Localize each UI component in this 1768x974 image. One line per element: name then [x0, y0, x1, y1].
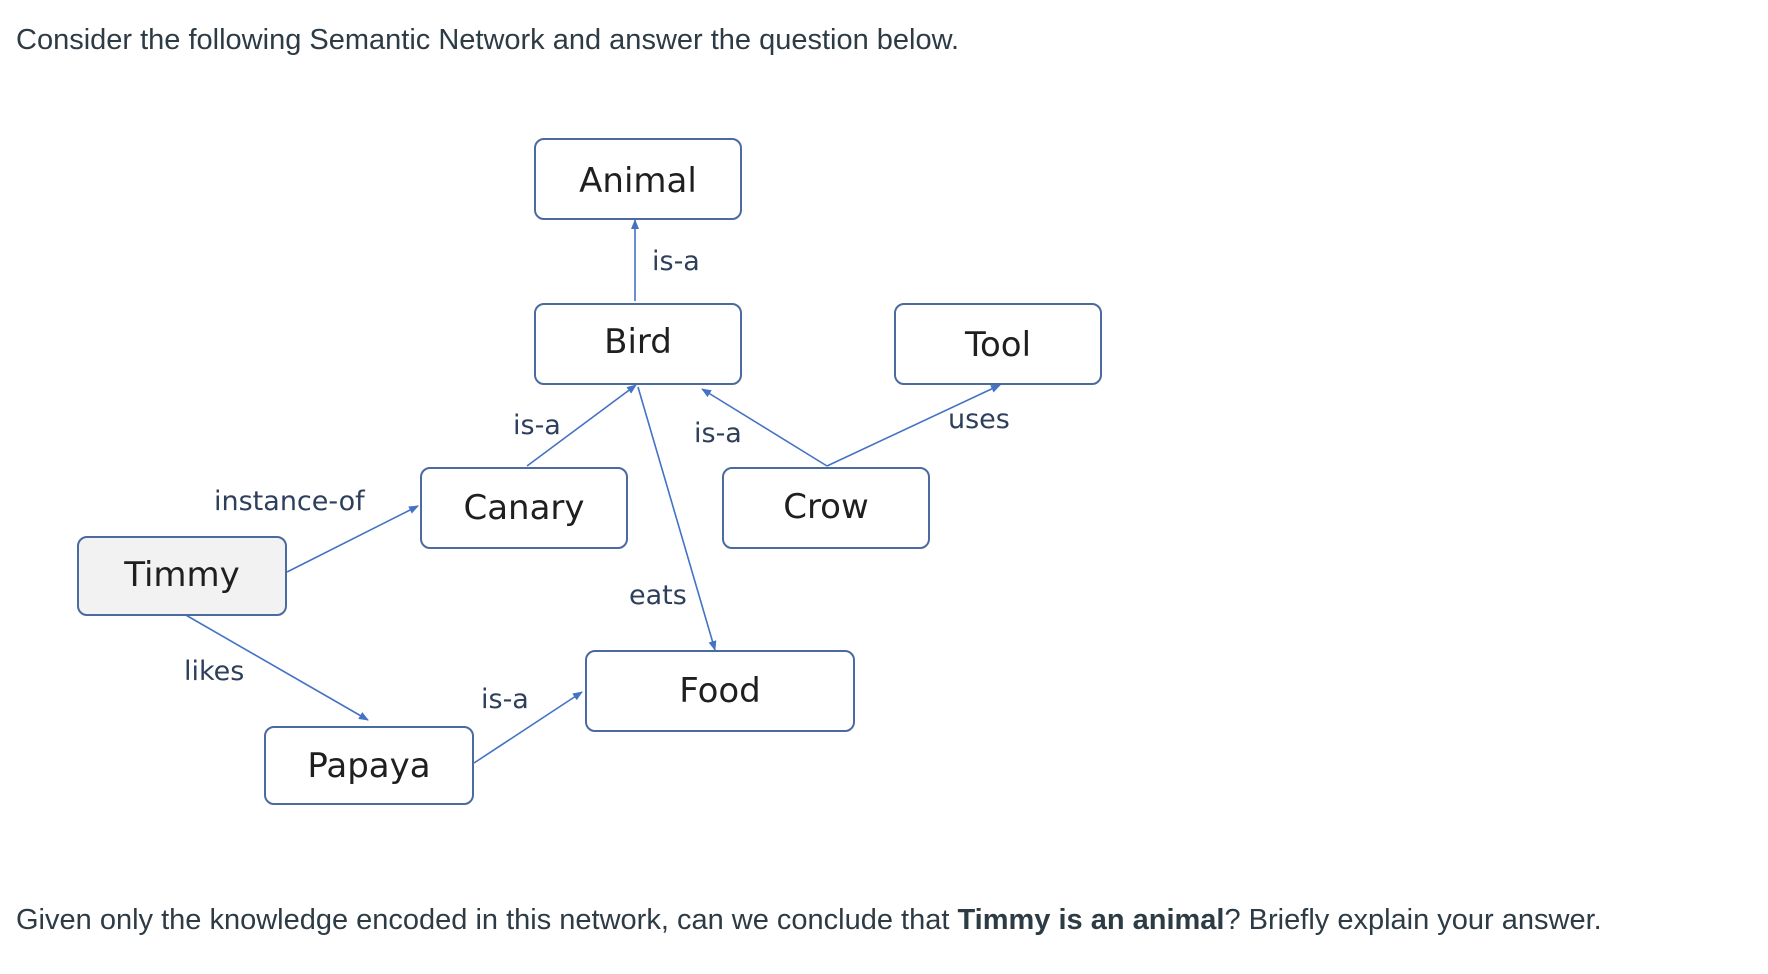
question-prompt-end: ? Briefly explain your answer. — [1224, 904, 1602, 936]
node-crow: Crow — [722, 467, 930, 549]
node-label-canary: Canary — [463, 488, 584, 528]
node-bird: Bird — [534, 303, 742, 385]
question-prompt-start: Given only the knowledge encoded in this… — [16, 904, 958, 936]
question-intro: Consider the following Semantic Network … — [16, 24, 960, 56]
edge-label-papaya-food: is-a — [481, 684, 529, 715]
node-animal: Animal — [534, 138, 742, 220]
node-label-food: Food — [679, 671, 761, 711]
edge-label-bird-food: eats — [629, 580, 687, 611]
node-label-tool: Tool — [964, 325, 1031, 365]
edge-label-bird-animal: is-a — [652, 246, 700, 277]
edge-canary-is-a-bird: is-a — [513, 384, 637, 467]
node-label-animal: Animal — [579, 161, 697, 201]
node-label-bird: Bird — [604, 322, 672, 362]
edge-label-timmy-papaya: likes — [184, 656, 244, 687]
edge-timmy-instance-of-canary: instance-of — [214, 486, 419, 573]
question-prompt: Given only the knowledge encoded in this… — [16, 902, 1602, 938]
edge-crow-uses-tool: uses — [826, 384, 1010, 467]
edge-bird-is-a-animal: is-a — [631, 219, 700, 301]
edge-timmy-likes-papaya: likes — [183, 613, 369, 721]
node-papaya: Papaya — [264, 726, 474, 805]
edge-bird-eats-food: eats — [629, 386, 717, 651]
node-label-papaya: Papaya — [307, 746, 430, 786]
node-canary: Canary — [420, 467, 628, 549]
node-label-timmy: Timmy — [123, 555, 240, 595]
edge-label-crow-bird: is-a — [694, 418, 742, 449]
edge-papaya-is-a-food: is-a — [473, 684, 583, 764]
node-label-crow: Crow — [783, 487, 869, 527]
edge-label-crow-tool: uses — [948, 404, 1010, 435]
node-food: Food — [585, 650, 855, 732]
edge-label-timmy-canary: instance-of — [214, 486, 366, 517]
node-timmy: Timmy — [77, 536, 287, 616]
node-tool: Tool — [894, 303, 1102, 385]
edge-crow-is-a-bird: is-a — [694, 388, 828, 467]
edge-label-canary-bird: is-a — [513, 410, 561, 441]
question-prompt-emphasis: Timmy is an animal — [957, 904, 1225, 936]
